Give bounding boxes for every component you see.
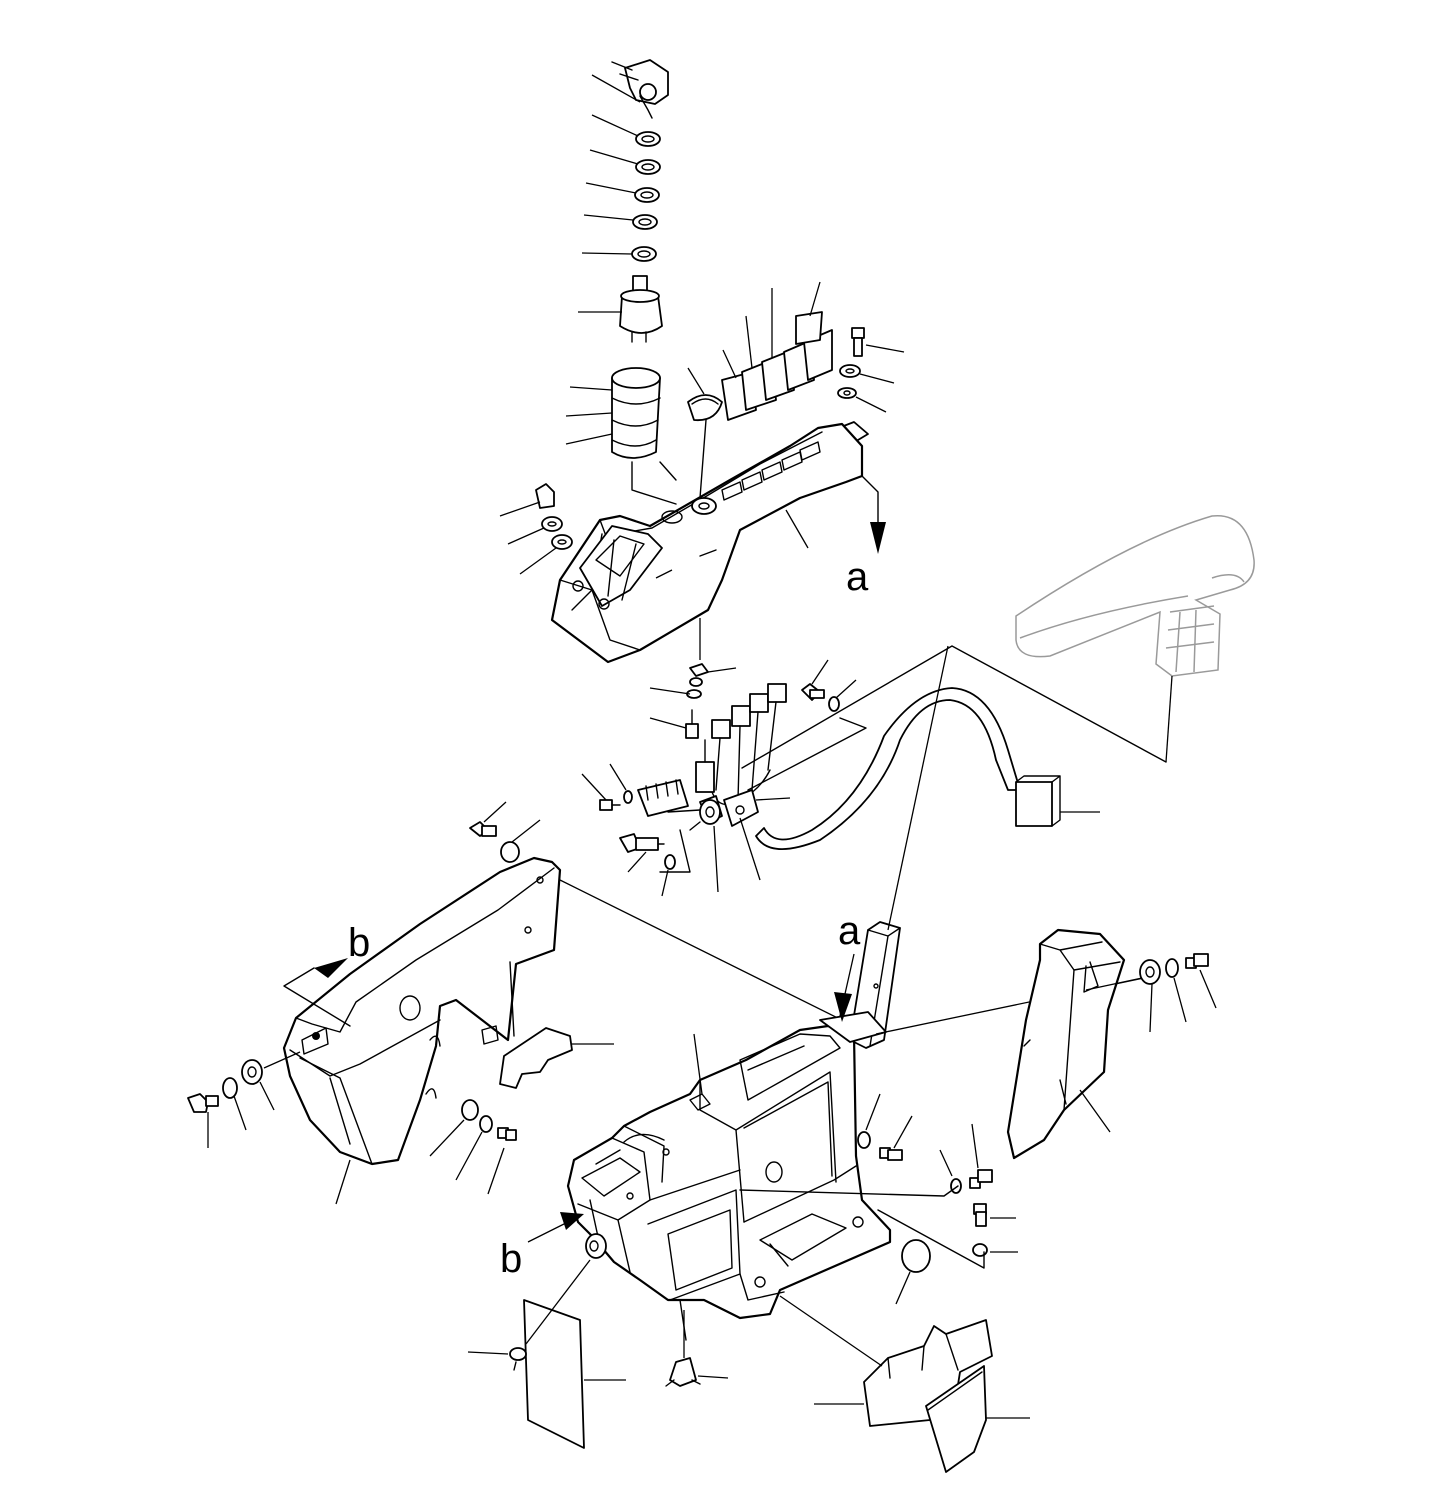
key-switch-assembly (591, 59, 669, 119)
wire-harness (581, 663, 1100, 893)
rocker-switches (687, 281, 833, 499)
bolt-washers-top-left (499, 483, 573, 575)
view-label-a-bottom: a (838, 909, 861, 953)
left-side-panel: b (282, 856, 883, 1205)
right-cover-fasteners (1139, 953, 1217, 1033)
view-label-b-bottom: b (500, 1237, 522, 1281)
armrest-cushion (741, 515, 1255, 769)
bottom-clip (665, 1310, 729, 1387)
left-panel-fasteners (187, 1051, 517, 1195)
bottom-right-covers (779, 1295, 1030, 1473)
washer-stack (581, 114, 661, 262)
bolts-middle (469, 659, 857, 897)
view-label-b-left: b (348, 921, 370, 965)
right-side-cover (1006, 928, 1143, 1160)
console-frame (566, 1024, 892, 1341)
frame-fasteners-right (739, 1093, 1018, 1305)
console-top-cover: a (550, 422, 886, 664)
left-panel-bracket (499, 1027, 614, 1089)
view-label-a-top: a (846, 555, 869, 599)
bottom-left-plate (467, 1233, 626, 1449)
view-b-arrow-bottom: b (500, 1212, 584, 1281)
cup-holder (565, 367, 677, 505)
rotary-switch (578, 275, 663, 343)
